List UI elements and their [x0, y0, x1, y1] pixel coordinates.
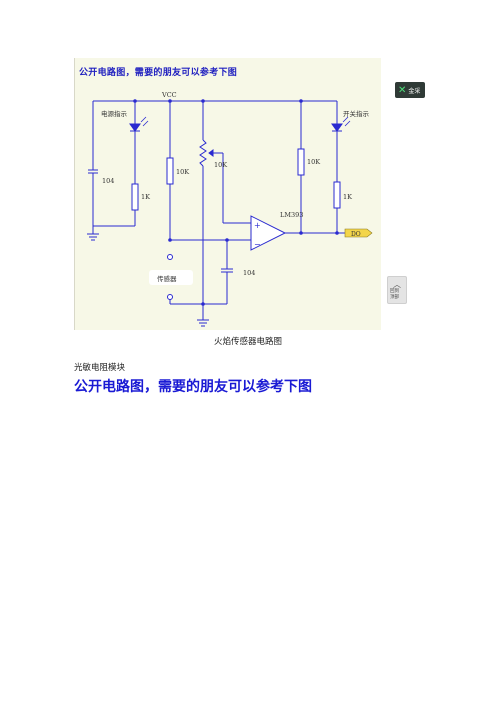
plus-input-label: + [254, 221, 261, 230]
cap-bottom-label: 104 [243, 269, 255, 277]
back-to-top-label-2: 顶部 [390, 295, 399, 300]
power-indicator-label: 电源指示 [101, 109, 128, 118]
switch-indicator-label: 开关指示 [343, 109, 370, 118]
x-icon: ✕ [398, 84, 407, 96]
figure-caption: 火焰传感器电路图 [213, 337, 282, 347]
res-10k-label: 10K [176, 168, 189, 176]
output-tag [344, 228, 373, 238]
page-heading: 公开电路图，需要的朋友可以参考下图 [74, 379, 312, 395]
figure-title: 公开电路图，需要的朋友可以参考下图 [79, 68, 238, 78]
minus-input-label: − [254, 240, 261, 249]
output-label: DO [351, 231, 361, 238]
opamp-label: LM393 [280, 211, 303, 219]
sensor-label: 传感器 [157, 274, 177, 283]
back-to-top-label-1: 回到 [390, 289, 399, 294]
chevron-up-icon: ︿ [393, 280, 401, 289]
res-10k-right-label: 10K [307, 158, 320, 166]
section-label: 光敏电阻模块 [74, 363, 126, 373]
badge-label: 金采 [408, 87, 421, 95]
vcc-label: VCC [161, 91, 177, 99]
pot-10k-label: 10K [214, 161, 227, 169]
res-1k-left-label: 1K [141, 193, 150, 201]
circuit-figure: 公开电路图，需要的朋友可以参考下图 [74, 58, 381, 330]
back-to-top-button[interactable]: ︿ 回到 顶部 [387, 276, 407, 304]
floating-badge[interactable]: ✕ 金采 [395, 82, 425, 98]
circuit-diagram: VCC 电源指示 开关指示 104 1K 10K 10K 10K 1K LM39… [87, 91, 373, 327]
cap-left-label: 104 [102, 177, 114, 185]
res-1k-right-label: 1K [343, 193, 352, 201]
